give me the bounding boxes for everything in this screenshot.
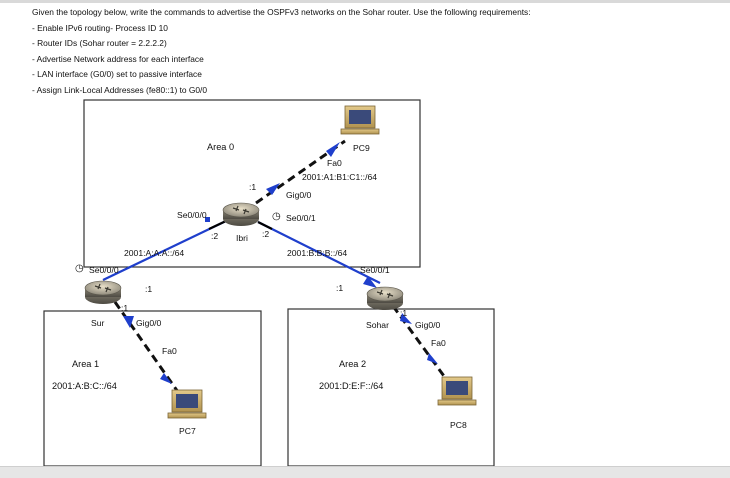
area2-label: Area 2 <box>339 359 367 369</box>
sur-se000-hostid: :1 <box>145 284 153 294</box>
router-ibri-label: Ibri <box>236 233 248 243</box>
link-ibri-sur <box>102 217 227 281</box>
pc8-fa0-label: Fa0 <box>431 338 446 348</box>
sohar-se001-hostid: :1 <box>336 283 344 293</box>
router-sohar-label: Sohar <box>366 320 389 330</box>
network-ibri-sur: 2001:A:A:A::/64 <box>124 248 185 258</box>
ibri-se001-hostid: :2 <box>262 229 270 239</box>
ibri-se001-label: Se0/0/1 <box>286 213 316 223</box>
clock-icon: ◷ <box>272 211 281 222</box>
pc9-icon <box>340 105 380 135</box>
router-sur-label: Sur <box>91 318 105 328</box>
bottom-bar <box>0 466 730 478</box>
instructions: Given the topology below, write the comm… <box>32 5 531 99</box>
area0-box <box>83 99 421 268</box>
sur-g00-label: Gig0/0 <box>136 318 162 328</box>
top-border <box>0 0 730 3</box>
link-sohar-pc8 <box>391 305 451 384</box>
sohar-g00-hostid: :1 <box>400 308 408 318</box>
area2-network: 2001:D:E:F::/64 <box>319 381 384 391</box>
requirement-item: - Router IDs (Sohar router = 2.2.2.2) <box>32 38 167 49</box>
area0-label: Area 0 <box>207 142 235 152</box>
link-ibri-sohar <box>257 221 381 288</box>
pc8-label: PC8 <box>450 420 467 430</box>
sohar-se001-label: Se0/0/1 <box>360 265 390 275</box>
pc9-fa0-label: Fa0 <box>327 158 342 168</box>
ibri-g00-hostid: :1 <box>249 182 257 192</box>
requirement-item: - LAN interface (G0/0) set to passive in… <box>32 69 202 80</box>
requirement-item: - Enable IPv6 routing- Process ID 10 <box>32 22 168 33</box>
link-ibri-pc9 <box>255 139 346 205</box>
clock-icon: ◷ <box>75 263 84 274</box>
pc7-fa0-label: Fa0 <box>162 346 177 356</box>
pc8-icon <box>437 376 477 406</box>
ibri-se000-label: Se0/0/0 <box>177 210 207 220</box>
pc7-label: PC7 <box>179 426 196 436</box>
instructions-intro: Given the topology below, write the comm… <box>32 7 531 17</box>
pc7-icon <box>167 389 207 419</box>
area1-label: Area 1 <box>72 359 100 369</box>
requirement-item: - Assign Link-Local Addresses (fe80::1) … <box>32 84 208 95</box>
router-sohar-icon <box>366 286 404 310</box>
area1-network: 2001:A:B:C::/64 <box>52 381 117 391</box>
ibri-se000-hostid: :2 <box>211 231 219 241</box>
router-ibri-icon <box>222 202 260 226</box>
sur-g00-hostid: :1 <box>121 303 129 313</box>
router-sur-icon <box>84 280 122 304</box>
network-ibri-sohar: 2001:B:B:B::/64 <box>287 248 348 258</box>
requirement-item: - Advertise Network address for each int… <box>32 53 204 64</box>
sohar-g00-label: Gig0/0 <box>415 320 441 330</box>
pc9-label: PC9 <box>353 143 370 153</box>
network-ibri-pc9: 2001:A1:B1:C1::/64 <box>302 172 378 182</box>
sur-se000-label: Se0/0/0 <box>89 265 119 275</box>
ibri-g00-label: Gig0/0 <box>286 190 312 200</box>
link-sur-pc7 <box>113 301 180 393</box>
